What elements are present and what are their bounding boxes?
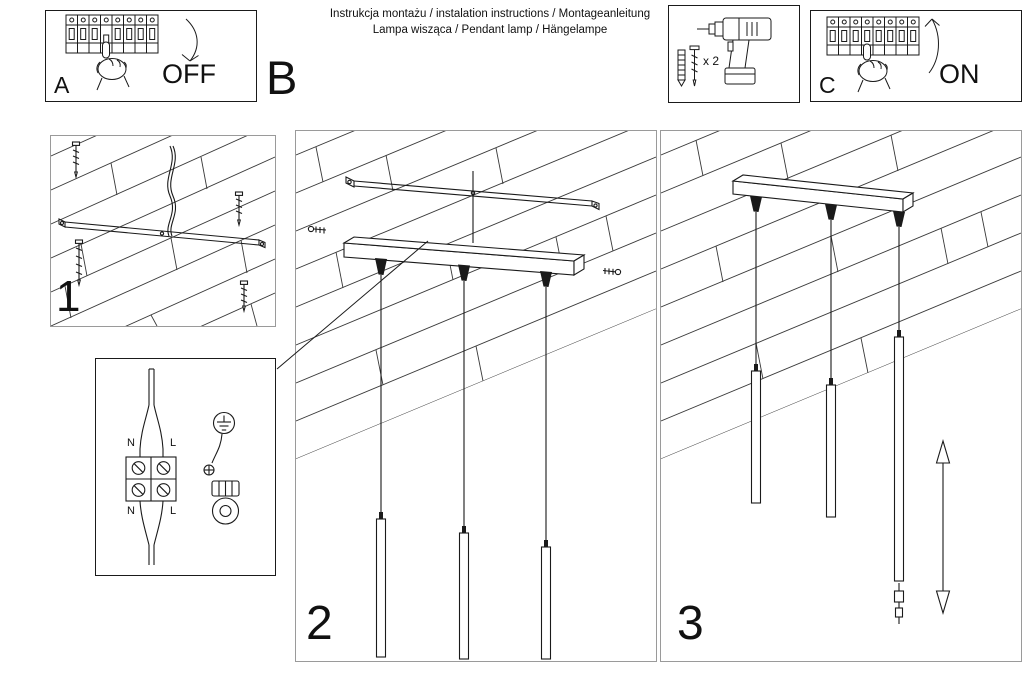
- step-2-number: 2: [306, 597, 333, 650]
- outgoing-wires: [139, 500, 164, 565]
- neutral-label-bottom: N: [127, 505, 135, 517]
- section-label-b: B: [266, 51, 298, 104]
- pendant-cables: [380, 275, 547, 547]
- ceiling-pattern: [51, 136, 275, 326]
- step-3-illustration: [661, 131, 1021, 624]
- mounting-bracket: [58, 218, 266, 249]
- neutral-label-top: N: [127, 437, 135, 449]
- live-label-top: L: [170, 437, 177, 449]
- breaker-off-illustration: [65, 14, 199, 91]
- cord-grip-detail: [893, 583, 905, 624]
- mounting-bracket: [345, 171, 600, 243]
- power-cable: [167, 145, 177, 237]
- pendant-cables: [755, 212, 900, 385]
- screw-icon: [239, 280, 249, 314]
- tools-panel: x 2: [668, 5, 800, 103]
- hand-icon: [96, 41, 130, 91]
- pendant-tubes: [375, 518, 552, 660]
- pendant-tubes: [750, 336, 905, 582]
- arrow-down-icon: [181, 18, 199, 62]
- step-3-panel: 3: [660, 130, 1022, 662]
- section-label-a: A: [54, 72, 70, 98]
- hand-icon: [857, 43, 891, 93]
- screw-icon: [71, 141, 81, 180]
- arrow-up-icon: [924, 18, 940, 74]
- screw-icon: [234, 191, 244, 228]
- ceiling-pattern: [661, 131, 1021, 459]
- step-a-panel: A OFF: [45, 10, 257, 102]
- screw-icon: [689, 45, 700, 87]
- circuit-breaker-icon: [65, 14, 159, 54]
- screw-icon: [74, 239, 84, 288]
- height-adjust-arrow-icon: [935, 439, 951, 615]
- breaker-on-illustration: [826, 16, 940, 93]
- screw-icon: [602, 268, 622, 276]
- step-1-illustration: [51, 136, 275, 326]
- step-1-panel: 1: [50, 135, 276, 327]
- step-3-number: 3: [677, 597, 704, 650]
- step-c-panel: C ON: [810, 10, 1022, 102]
- section-label-c: C: [819, 72, 836, 98]
- on-label: ON: [939, 59, 980, 89]
- off-label: OFF: [162, 59, 216, 89]
- wiring-illustration: [125, 368, 240, 565]
- circuit-breaker-icon: [826, 16, 920, 56]
- ground-clamp: [203, 433, 240, 525]
- ground-symbol-icon: [212, 411, 236, 435]
- wiring-detail-panel: N L N L: [95, 358, 276, 576]
- title-line-1: Instrukcja montażu / instalation instruc…: [329, 8, 651, 20]
- tube-ferrules: [379, 512, 548, 548]
- step-2-illustration: [296, 131, 656, 660]
- screw-icon: [307, 225, 327, 234]
- live-label-bottom: L: [170, 505, 177, 517]
- tools-illustration: [677, 17, 772, 87]
- screws-quantity-label: x 2: [703, 54, 720, 68]
- mains-cable: [139, 368, 164, 457]
- wall-plug-icon: [677, 49, 686, 87]
- step-1-number: 1: [56, 272, 81, 321]
- terminal-block: [125, 456, 177, 502]
- step-2-panel: 2: [295, 130, 657, 662]
- cable-grips: [750, 196, 905, 227]
- sheet-title: Instrukcja montażu / instalation instruc…: [260, 6, 720, 38]
- drill-icon: [697, 17, 772, 85]
- title-line-2: Lampa wisząca / Pendant lamp / Hängelamp…: [372, 24, 608, 36]
- canopy: [731, 174, 915, 213]
- tube-ferrules: [754, 330, 901, 386]
